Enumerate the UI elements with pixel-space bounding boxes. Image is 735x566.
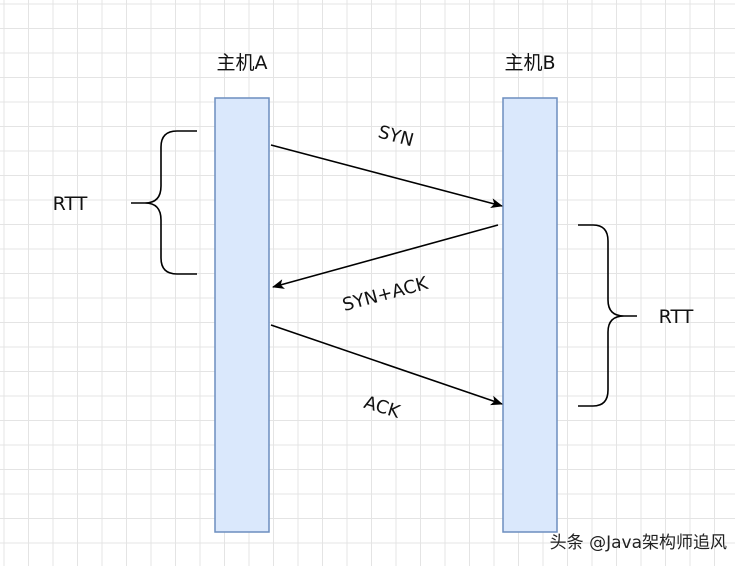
host-b-label: 主机B [504, 52, 555, 74]
right-rtt-brace [578, 224, 637, 407]
right-rtt-label: RTT [659, 306, 694, 328]
host-a-lifeline [214, 97, 270, 533]
host-b-lifeline [502, 97, 558, 533]
syn-arrow [270, 144, 503, 209]
syn-label: SYN [376, 122, 416, 152]
syn-ack-arrow [272, 224, 499, 289]
syn-ack-label: SYN+ACK [340, 273, 431, 316]
left-rtt-brace [131, 130, 197, 275]
ack-label: ACK [361, 392, 403, 423]
left-rtt-label: RTT [53, 193, 88, 215]
ack-arrow [270, 324, 503, 406]
host-a-label: 主机A [217, 52, 268, 74]
watermark: 头条 @Java架构师追风 [550, 533, 727, 553]
